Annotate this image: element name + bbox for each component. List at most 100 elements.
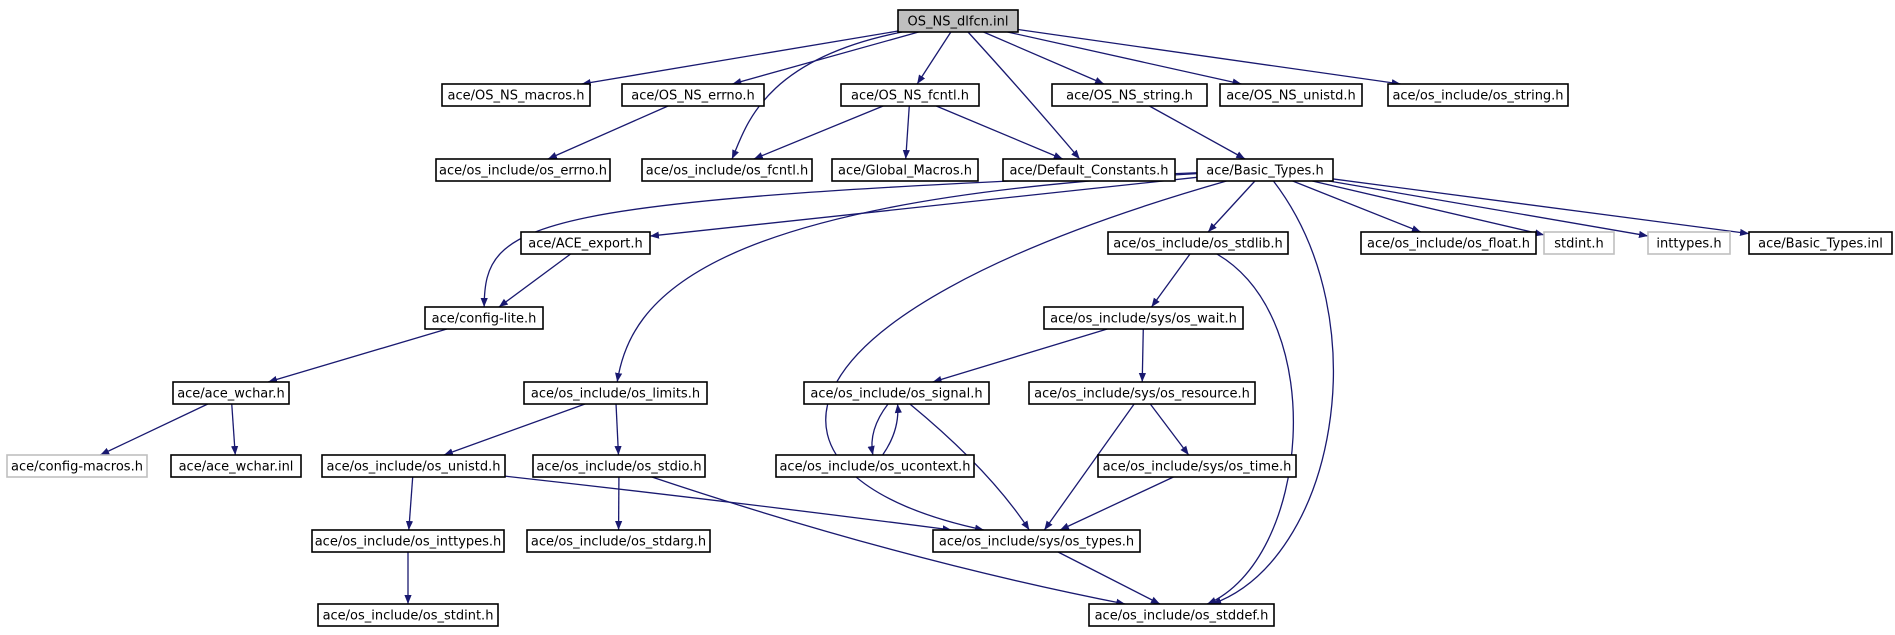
node-macros[interactable]: ace/OS_NS_macros.h: [441, 83, 591, 107]
node-box: [775, 454, 975, 478]
node-osstdlib[interactable]: ace/os_include/os_stdlib.h: [1107, 231, 1289, 255]
node-label: ace/os_include/os_signal.h: [810, 387, 982, 402]
node-osstdio[interactable]: ace/os_include/os_stdio.h: [532, 454, 706, 478]
node-globalmacros[interactable]: ace/Global_Macros.h: [831, 158, 979, 182]
node-box: [1028, 381, 1256, 405]
node-osinttypes[interactable]: ace/os_include/os_inttypes.h: [311, 529, 505, 553]
edge-line: [753, 105, 884, 160]
node-label: ace/config-lite.h: [432, 312, 537, 327]
edge-osucontext-to-ossignal: [882, 403, 902, 456]
node-box: [1543, 231, 1615, 255]
edge-line: [99, 403, 209, 456]
node-box: [526, 529, 711, 553]
node-unistd[interactable]: ace/OS_NS_unistd.h: [1219, 83, 1363, 107]
node-defconst[interactable]: ace/Default_Constants.h: [1002, 158, 1176, 182]
edge-root-to-osfcntl: [731, 31, 903, 160]
node-aceexport[interactable]: ace/ACE_export.h: [520, 231, 651, 255]
node-label: inttypes.h: [1656, 237, 1721, 252]
node-label: ace/os_include/os_errno.h: [439, 164, 607, 179]
node-errno[interactable]: ace/OS_NS_errno.h: [621, 83, 765, 107]
node-box: [1196, 158, 1334, 182]
node-wcharinl[interactable]: ace/ace_wchar.inl: [170, 454, 302, 478]
node-osresource[interactable]: ace/os_include/sys/os_resource.h: [1028, 381, 1256, 405]
node-configmacros[interactable]: ace/config-macros.h: [6, 454, 148, 478]
node-box: [435, 158, 611, 182]
node-label: ace/Default_Constants.h: [1009, 164, 1168, 179]
edge-line: [1017, 28, 1401, 87]
edge-string-to-basictypes: [1149, 105, 1246, 160]
node-basicinl[interactable]: ace/Basic_Types.inl: [1748, 231, 1893, 255]
edge-root-to-string: [983, 31, 1105, 85]
node-osstring[interactable]: ace/os_include/os_string.h: [1387, 83, 1569, 107]
edge-basictypes-to-oslimits: [615, 172, 1198, 383]
edge-line: [581, 30, 899, 87]
edge-line: [1312, 180, 1545, 237]
node-osucontext[interactable]: ace/os_include/os_ucontext.h: [775, 454, 975, 478]
edge-fcntl-to-globalmacros: [902, 105, 910, 160]
edge-oslimits-to-osstdio: [614, 403, 622, 456]
node-string[interactable]: ace/OS_NS_string.h: [1051, 83, 1208, 107]
node-fcntl[interactable]: ace/OS_NS_fcntl.h: [840, 83, 980, 107]
edge-fcntl-to-defconst: [936, 105, 1064, 160]
edge-osresource-to-ostime: [1149, 403, 1190, 456]
edge-line: [443, 403, 586, 456]
edge-oswait-to-ossignal: [932, 328, 1108, 383]
node-label: ace/os_include/sys/os_wait.h: [1050, 312, 1237, 327]
edge-line: [1149, 403, 1190, 456]
node-label: ace/os_include/os_inttypes.h: [315, 535, 502, 550]
node-label: ace/os_include/os_unistd.h: [326, 460, 500, 475]
node-box: [897, 9, 1019, 33]
node-basictypes[interactable]: ace/Basic_Types.h: [1196, 158, 1334, 182]
node-configlite[interactable]: ace/config-lite.h: [424, 306, 544, 330]
edge-systypes-to-osstddef: [1057, 551, 1161, 605]
edge-line: [1150, 253, 1191, 308]
edge-line: [983, 31, 1105, 85]
edge-osunistd-to-systypes: [504, 475, 952, 533]
node-label: ace/os_include/os_stddef.h: [1095, 609, 1269, 624]
edge-basictypes-to-inttypes: [1328, 180, 1649, 238]
edge-line: [1211, 180, 1334, 605]
node-label: ace/os_include/os_stdarg.h: [531, 535, 706, 550]
node-label: ace/os_include/sys/os_resource.h: [1034, 387, 1250, 402]
edge-line: [1292, 180, 1422, 233]
node-acewchar[interactable]: ace/ace_wchar.h: [172, 381, 290, 405]
node-label: ace/os_include/os_float.h: [1367, 237, 1530, 252]
node-oslimits[interactable]: ace/os_include/os_limits.h: [523, 381, 708, 405]
node-root[interactable]: OS_NS_dlfcn.inl: [897, 9, 1019, 33]
edge-basictypes-to-basicinl: [1332, 178, 1750, 237]
edge-basictypes-to-osfloat: [1292, 180, 1422, 233]
node-osfcntl[interactable]: ace/os_include/os_fcntl.h: [641, 158, 813, 182]
node-label: OS_NS_dlfcn.inl: [908, 15, 1009, 30]
node-osstddef[interactable]: ace/os_include/os_stddef.h: [1088, 603, 1275, 627]
node-osfloat[interactable]: ace/os_include/os_float.h: [1360, 231, 1537, 255]
node-oswait[interactable]: ace/os_include/sys/os_wait.h: [1043, 306, 1244, 330]
node-box: [932, 529, 1141, 553]
node-label: ace/OS_NS_macros.h: [448, 89, 585, 104]
node-stdint[interactable]: stdint.h: [1543, 231, 1615, 255]
node-osunistd[interactable]: ace/os_include/os_unistd.h: [321, 454, 506, 478]
node-ostime[interactable]: ace/os_include/sys/os_time.h: [1097, 454, 1297, 478]
edge-osresource-to-systypes: [1043, 403, 1135, 531]
node-box: [6, 454, 148, 478]
edge-aceexport-to-configlite: [498, 253, 571, 308]
node-osstdint[interactable]: ace/os_include/os_stdint.h: [317, 603, 499, 627]
node-box: [1360, 231, 1537, 255]
node-systypes[interactable]: ace/os_include/sys/os_types.h: [932, 529, 1141, 553]
edge-line: [651, 476, 1126, 606]
node-ossignal[interactable]: ace/os_include/os_signal.h: [803, 381, 990, 405]
node-osstdarg[interactable]: ace/os_include/os_stdarg.h: [526, 529, 711, 553]
node-label: ace/os_include/os_stdio.h: [536, 460, 701, 475]
node-box: [840, 83, 980, 107]
edge-errno-to-oserrno: [547, 105, 669, 160]
edge-basictypes-to-configlite: [480, 172, 1198, 308]
node-inttypes[interactable]: inttypes.h: [1647, 231, 1731, 255]
edge-root-to-macros: [581, 30, 899, 87]
edge-root-to-osstring: [1017, 28, 1401, 87]
edge-osstdio-to-osstddef: [651, 476, 1126, 606]
node-oserrno[interactable]: ace/os_include/os_errno.h: [435, 158, 611, 182]
edge-line: [1043, 403, 1135, 531]
edge-line: [547, 105, 669, 160]
edge-configlite-to-acewchar: [267, 328, 448, 383]
node-label: ace/config-macros.h: [11, 460, 143, 475]
edge-line: [615, 172, 1198, 383]
